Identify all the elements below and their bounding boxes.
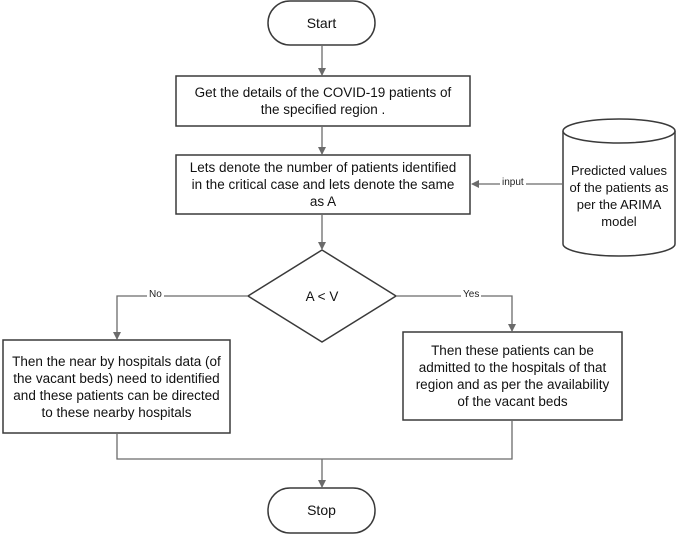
connector-yes-branch-merge [322,420,513,460]
database-cylinder [562,118,676,257]
no-branch-process [2,339,231,434]
arrow-decision-yes [396,295,516,332]
decision-diamond [246,249,398,343]
stop-terminal [267,487,376,534]
database-label: Predicted values of the patients as per … [569,163,669,229]
denote-process [175,154,471,215]
yes-branch-label: Then these patients can be admitted to t… [415,343,610,409]
no-edge-label: No [147,289,164,300]
denote-label: Lets denote the number of patients ident… [189,160,457,209]
yes-edge-label: Yes [461,289,482,300]
get-details-process [175,75,471,127]
input-edge-label: input [500,177,526,188]
connector-no-branch-merge [116,433,322,460]
yes-branch-process [402,331,623,421]
start-label: Start [306,14,337,31]
no-branch-label: Then the near by hospitals data (of the … [12,353,221,420]
decision-label: A < V [305,288,339,304]
arrow-decision-no [113,295,248,340]
stop-label: Stop [307,502,336,518]
get-details-label: Get the details of the COVID-19 patients… [194,85,452,117]
